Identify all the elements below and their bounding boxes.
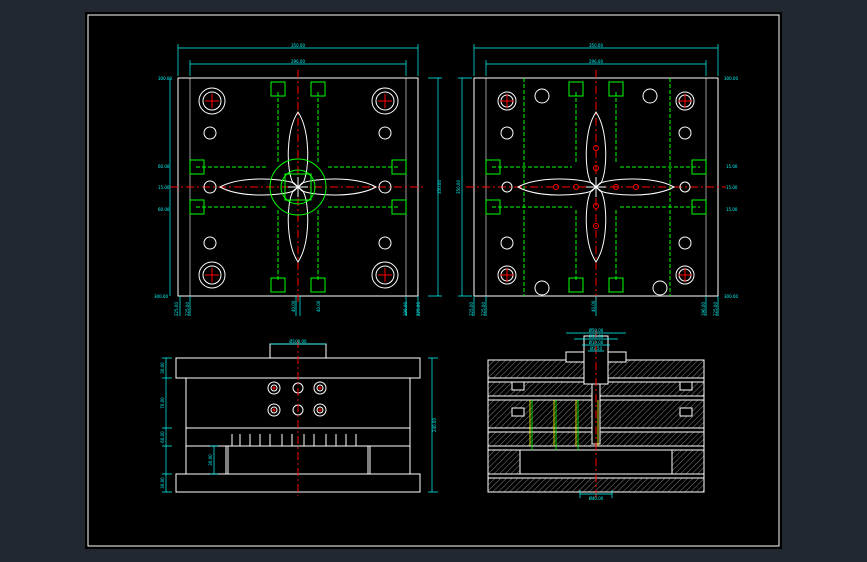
- dimension-lines: [458, 44, 719, 316]
- dim-left1: 30.00: [160, 362, 165, 374]
- water-fittings: [189, 81, 407, 293]
- dim-left-height: 350.00: [437, 180, 442, 194]
- drawing-border: [87, 14, 780, 547]
- dimension-lines: [162, 343, 438, 493]
- dim-left2: 70.00: [160, 397, 165, 409]
- dim-top-overall: 350.00: [589, 43, 603, 48]
- dim-bottom-x2: 225.00: [185, 302, 190, 316]
- cross-section: Ø50.00 Ø35.00 Ø10.00 Ø3.50 Ø40.00: [487, 328, 705, 501]
- dim-top1: Ø50.00: [589, 328, 604, 333]
- dim-left-y1: 60.00: [158, 164, 170, 169]
- dim-bottom: Ø40.00: [589, 496, 604, 501]
- ejector-pins-section: [531, 400, 579, 450]
- water-fittings: [485, 81, 707, 293]
- spacer-block-left: [185, 445, 227, 475]
- dim-bottom-x5: 225.00: [713, 302, 718, 316]
- sprue-center: [288, 177, 308, 197]
- dim-left-y2: 15.00: [158, 185, 170, 190]
- dim-top-overall: 350.00: [291, 43, 305, 48]
- dim-left3: 60.00: [160, 431, 165, 443]
- dim-left-y3: 60.00: [158, 207, 170, 212]
- cooling-section: [529, 400, 599, 446]
- dim-bottom-x6: 225.00: [416, 302, 421, 316]
- dim-bottom-x1: 225.00: [469, 302, 474, 316]
- dim-left-top: 300.00: [158, 76, 172, 81]
- dim-left4: 30.00: [160, 477, 165, 489]
- guide-pillar-centers: [205, 94, 392, 282]
- bushing-centers: [500, 94, 692, 282]
- plan-view-moving-half: 350.00 296.00 350.00 300.00 15.00 15.00 …: [456, 43, 738, 316]
- water-fittings-side: [272, 386, 322, 412]
- locating-ring: [269, 158, 327, 216]
- dim-bottom-x3: 40.00: [591, 300, 596, 312]
- sprue-puller: [586, 177, 606, 197]
- dim-top-inner: 296.00: [589, 59, 603, 64]
- dim-top3: Ø10.00: [589, 340, 604, 345]
- dim-bottom-x4: 40.00: [316, 300, 321, 312]
- dim-right-y1: 15.00: [726, 164, 738, 169]
- dim-bottom-x2: 225.00: [481, 302, 486, 316]
- dimension-lines: [566, 332, 626, 498]
- screw-holes: [203, 126, 392, 250]
- ejector-space-lines: [492, 78, 700, 296]
- side-elevation: Ø100.00 30.00 70.00 60.00 30.00 30.00 24…: [160, 339, 438, 496]
- guide-pillar-holes: [198, 87, 399, 289]
- dim-bottom-x5: 196.00: [403, 302, 408, 316]
- dimension-lines: [169, 44, 442, 316]
- dim-right-y3: 15.00: [726, 207, 738, 212]
- cooling-channels: [196, 92, 400, 282]
- dim-top-sprue: Ø100.00: [289, 339, 307, 344]
- ejector-pin-ticks: [231, 434, 357, 446]
- ejector-pins: [553, 145, 639, 229]
- dim-right-bottom: 300.00: [724, 294, 738, 299]
- dim-right-top: 300.00: [724, 76, 738, 81]
- dim-bottom-x1: 225.00: [174, 302, 179, 316]
- dim-gap: 30.00: [208, 454, 213, 466]
- dim-left-height: 350.00: [456, 180, 461, 194]
- dim-right-height: 240.00: [432, 418, 437, 432]
- dim-right-y2: 15.00: [726, 185, 738, 190]
- plan-view-fixed-half: 350.00 296.00 350.00 300.00 60.00 15.00 …: [154, 43, 442, 316]
- dim-top2: Ø35.00: [589, 334, 604, 339]
- dim-top4: Ø3.50: [590, 346, 603, 351]
- dim-top-inner: 296.00: [291, 59, 305, 64]
- dim-bottom-x4: 196.00: [701, 302, 706, 316]
- dim-left-bottom: 300.00: [154, 294, 168, 299]
- spacer-block-right: [369, 445, 411, 475]
- dim-bottom-x3: 40.00: [291, 300, 296, 312]
- side-holes: [267, 381, 327, 417]
